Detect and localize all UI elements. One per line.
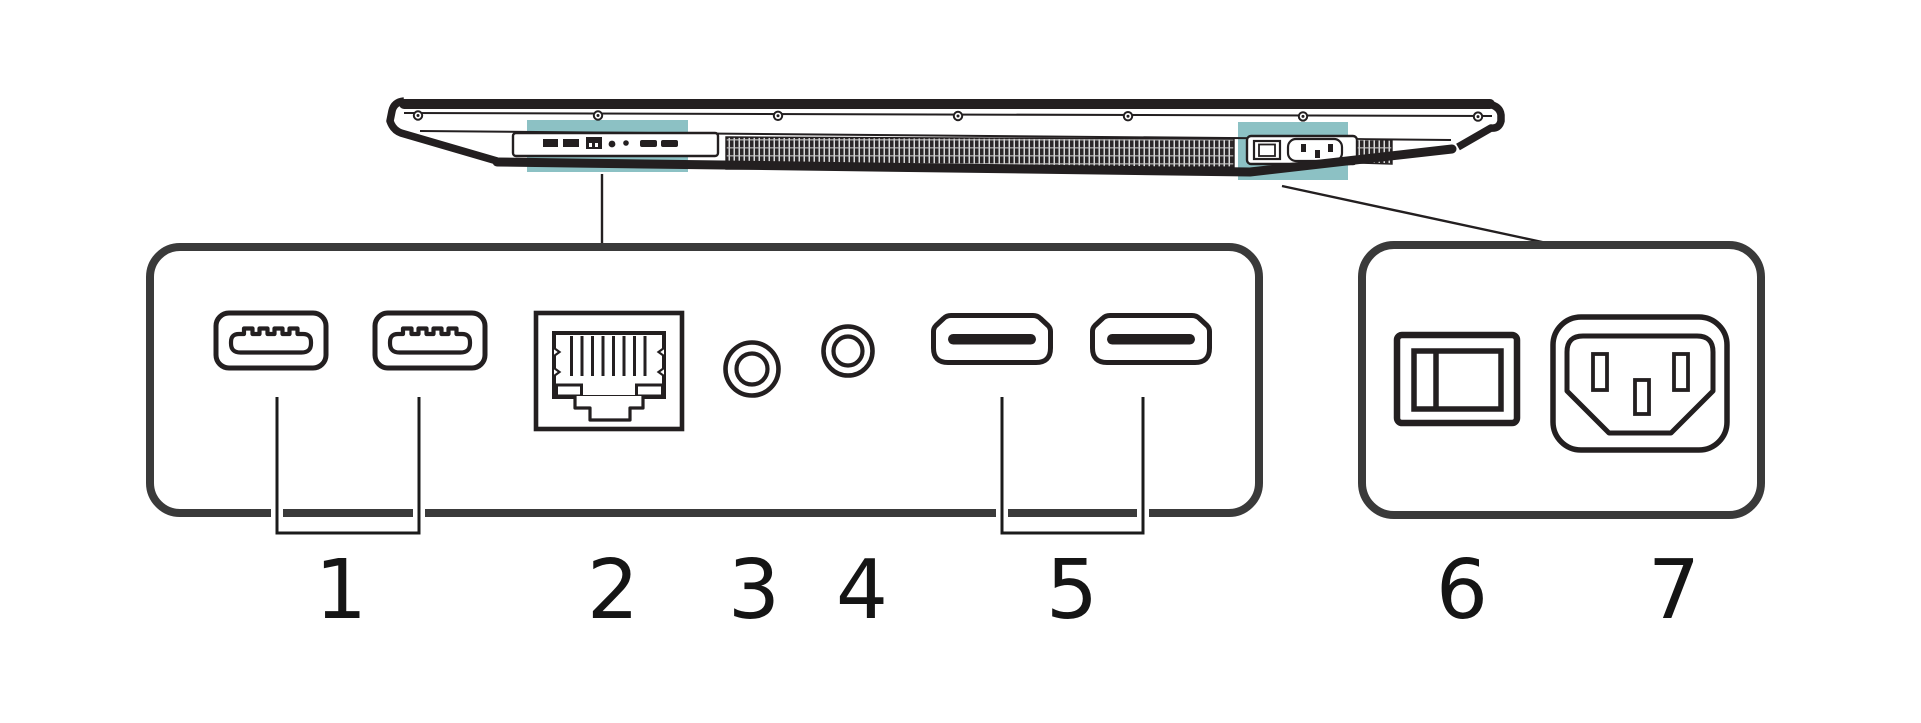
jack-inner-ring xyxy=(734,351,770,387)
ac-power-inlet-icon xyxy=(1550,314,1730,453)
power-switch-icon xyxy=(1393,331,1521,427)
port-label-4: 4 xyxy=(836,543,888,638)
bracket-line xyxy=(1000,397,1145,535)
mini-inlet-pin xyxy=(1301,144,1306,152)
port-label-7: 7 xyxy=(1648,543,1700,638)
inlet-pin-slot xyxy=(1591,352,1609,392)
audio-jack-icon xyxy=(821,324,875,378)
hdmi-port-icon xyxy=(1090,313,1212,365)
rj45-wall-notch xyxy=(656,347,665,357)
hdmi-slot xyxy=(948,334,1036,345)
panel-left-end-cap xyxy=(386,97,499,165)
screw-dot xyxy=(1301,114,1305,118)
inlet-pin-slot xyxy=(1672,352,1690,392)
screw-dot xyxy=(596,114,600,117)
mini-usb-port-icon xyxy=(563,139,579,147)
bracket-line xyxy=(275,397,421,535)
mini-port-detail xyxy=(589,143,592,147)
panel-screws xyxy=(412,110,1484,122)
usb-tongue xyxy=(228,326,314,355)
panel-mini-ports xyxy=(543,137,678,149)
mini-port-detail xyxy=(595,143,598,147)
screw-dot xyxy=(776,114,780,118)
mini-audio-jack-icon xyxy=(608,140,616,148)
switch-outline xyxy=(1393,331,1521,427)
port-label-2: 2 xyxy=(587,543,639,638)
panel-io-strip xyxy=(511,131,720,158)
rj45-clip-fill xyxy=(575,396,643,420)
port-label-5: 5 xyxy=(1046,543,1098,638)
panel-bottom-edge xyxy=(492,144,1457,177)
mini-usb-port-icon xyxy=(543,139,558,147)
mini-inlet-pin xyxy=(1328,144,1333,152)
rj45-wall-notch xyxy=(656,367,665,377)
speaker-grille xyxy=(725,136,1235,170)
usb-a-port-icon xyxy=(372,310,488,371)
mini-audio-jack-icon xyxy=(623,140,629,146)
ethernet-rj45-icon xyxy=(533,310,685,432)
screw-dot xyxy=(956,114,960,118)
hdmi-slot xyxy=(1107,334,1195,345)
mini-power-switch-icon xyxy=(1252,139,1282,161)
mini-power-switch-inner xyxy=(1258,143,1276,157)
screw-dot xyxy=(416,114,420,117)
usb-tongue xyxy=(387,326,473,355)
inlet-pin-slot xyxy=(1633,378,1651,416)
screw-dot xyxy=(1476,115,1480,119)
rj45-pins xyxy=(570,336,647,376)
rj45-latch-notch xyxy=(635,383,664,398)
panel-bezel-line xyxy=(403,112,1493,117)
io-callout-box xyxy=(146,243,1263,517)
leader-line-power-box xyxy=(1281,184,1557,247)
rj45-latch-notch xyxy=(555,383,583,398)
panel-right-end-cap xyxy=(1456,100,1505,151)
port-label-1: 1 xyxy=(315,543,367,638)
rj45-clip xyxy=(573,396,645,422)
jack-inner-ring xyxy=(831,334,865,368)
screw-dot xyxy=(1126,114,1130,118)
port-label-6: 6 xyxy=(1436,543,1488,638)
display-panel-profile xyxy=(386,97,1505,180)
hdmi-label-bracket xyxy=(996,397,1149,539)
mini-inlet-pin xyxy=(1315,150,1320,158)
mini-ethernet-port-icon xyxy=(586,137,602,149)
mini-hdmi-port-icon xyxy=(661,140,678,147)
hdmi-port-icon xyxy=(931,313,1053,365)
port-label-3: 3 xyxy=(728,543,780,638)
usb-a-port-icon xyxy=(213,310,329,371)
audio-jack-icon xyxy=(723,340,781,398)
mini-hdmi-port-icon xyxy=(640,140,657,147)
switch-rocker xyxy=(1411,348,1504,412)
usb-label-bracket xyxy=(271,397,425,539)
rj45-wall-notch xyxy=(553,347,562,357)
rj45-wall-notch xyxy=(553,367,562,377)
